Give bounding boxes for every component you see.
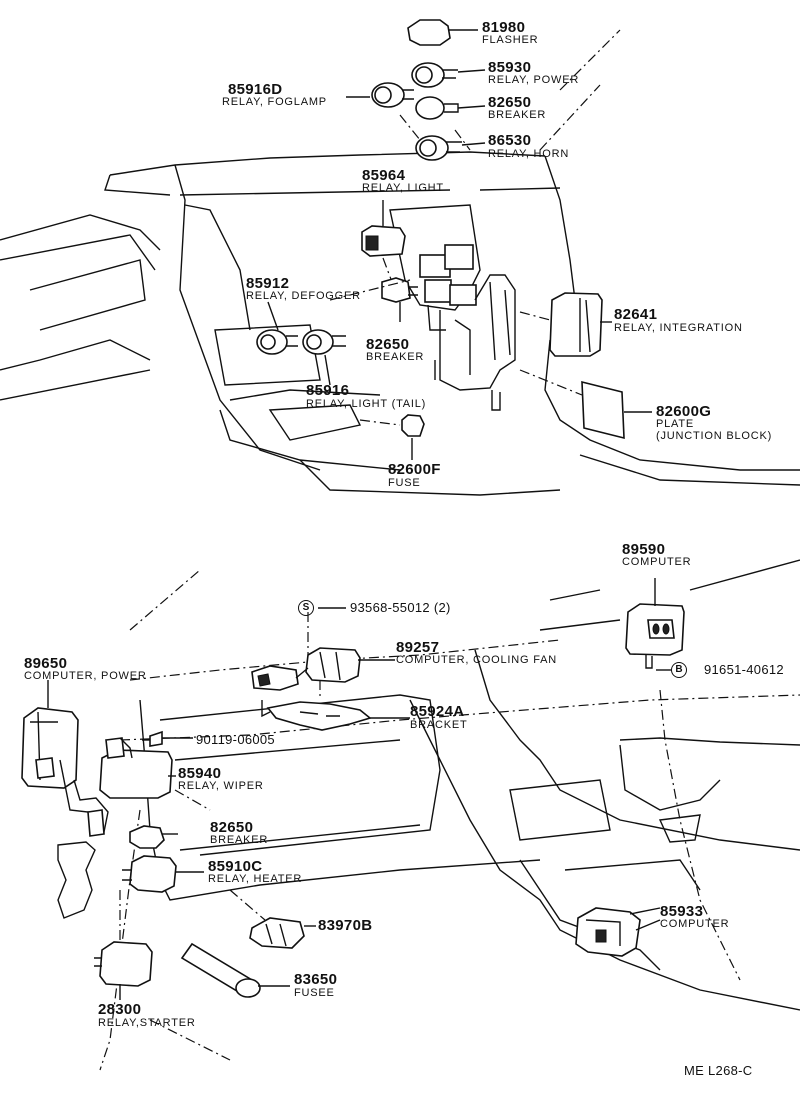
breaker-low-number: 82650 bbox=[210, 819, 254, 836]
breaker-mid-number: 82650 bbox=[366, 336, 410, 353]
computer-power-number: 89650 bbox=[24, 655, 68, 672]
cooling-fan-number: 89257 bbox=[396, 639, 440, 656]
relay-starter-number: 28300 bbox=[98, 1001, 142, 1018]
relay-light-tail-number: 85916 bbox=[306, 382, 350, 399]
computer-console-name: COMPUTER bbox=[660, 918, 730, 930]
relay-light-tail-name: RELAY, LIGHT (TAIL) bbox=[306, 398, 427, 410]
fusee-part bbox=[180, 942, 290, 998]
breaker-top-part bbox=[415, 96, 486, 120]
screw-s-number: 93568-55012 (2) bbox=[350, 600, 451, 615]
connector-part bbox=[229, 889, 316, 949]
breaker-top-name: BREAKER bbox=[488, 109, 547, 121]
fuse-part bbox=[359, 414, 425, 460]
relay-wiper-name: RELAY, WIPER bbox=[178, 780, 264, 792]
computer-console-number: 85933 bbox=[660, 903, 704, 920]
relay-starter-name: RELAY,STARTER bbox=[98, 1017, 196, 1029]
clip-number: 90119-06005 bbox=[196, 732, 275, 747]
relay-power-part bbox=[411, 62, 486, 88]
relay-defogger-number: 85912 bbox=[246, 275, 290, 292]
bracket-number: 85924A bbox=[410, 703, 465, 720]
relay-heater-number: 85910C bbox=[208, 858, 263, 875]
relay-power-name: RELAY, POWER bbox=[488, 74, 580, 86]
relay-foglamp-name: RELAY, FOGLAMP bbox=[222, 96, 327, 108]
bolt-b-number: 91651-40612 bbox=[704, 662, 784, 677]
relay-integration-number: 82641 bbox=[614, 306, 658, 323]
relay-wiper-number: 85940 bbox=[178, 765, 222, 782]
connector-number: 83970B bbox=[318, 917, 373, 934]
relay-starter-part bbox=[94, 941, 231, 1061]
flasher-part bbox=[407, 19, 478, 46]
computer-number: 89590 bbox=[622, 541, 666, 558]
fuse-name: FUSE bbox=[388, 477, 421, 489]
breaker-low-name: BREAKER bbox=[210, 834, 269, 846]
breaker-low-part bbox=[129, 825, 178, 849]
upper-dashboard-outline bbox=[0, 151, 800, 496]
relay-defogger-name: RELAY, DEFOGGER bbox=[246, 290, 361, 302]
computer-part bbox=[625, 578, 685, 669]
plate-number: 82600G bbox=[656, 403, 712, 420]
plate-name: PLATE bbox=[656, 418, 695, 430]
fuse-number: 82600F bbox=[388, 461, 441, 478]
cooling-fan-computer-part bbox=[251, 612, 395, 700]
breaker-mid-name: BREAKER bbox=[366, 351, 425, 363]
relay-light-name: RELAY, LIGHT bbox=[362, 182, 444, 194]
bracket-part bbox=[261, 700, 410, 731]
relay-heater-part bbox=[122, 855, 204, 893]
lower-dashboard-outline bbox=[99, 559, 800, 1071]
relay-defogger-part bbox=[256, 301, 298, 355]
relay-horn-part bbox=[415, 135, 486, 161]
relay-light-part bbox=[361, 200, 406, 291]
fusee-number: 83650 bbox=[294, 971, 338, 988]
plate-part bbox=[519, 369, 652, 440]
relay-light-number: 85964 bbox=[362, 167, 406, 184]
relay-wiper-part bbox=[99, 737, 176, 799]
clip-part bbox=[142, 730, 193, 747]
relay-foglamp-part bbox=[346, 82, 414, 108]
relay-heater-name: RELAY, HEATER bbox=[208, 873, 303, 885]
flasher-name: FLASHER bbox=[482, 34, 539, 46]
fusee-name: FUSEE bbox=[294, 987, 335, 999]
junction-block-cluster bbox=[389, 204, 516, 411]
computer-console-part bbox=[575, 907, 661, 957]
relay-integration-name: RELAY, INTEGRATION bbox=[614, 322, 743, 334]
computer-name: COMPUTER bbox=[622, 556, 692, 568]
relay-horn-name: RELAY, HORN bbox=[488, 148, 570, 160]
relay-horn-number: 86530 bbox=[488, 132, 532, 149]
screw-s-symbol: S bbox=[298, 600, 314, 616]
lower-leader-lines bbox=[119, 607, 672, 940]
bracket-name: BRACKET bbox=[410, 719, 468, 731]
relay-foglamp-number: 85916D bbox=[228, 81, 283, 98]
upper-leader-lines bbox=[399, 29, 621, 151]
relay-integration-part bbox=[519, 292, 612, 357]
relay-power-number: 85930 bbox=[488, 59, 532, 76]
flasher-number: 81980 bbox=[482, 19, 526, 36]
bolt-b-symbol: B bbox=[671, 662, 687, 678]
computer-power-part bbox=[21, 680, 109, 919]
computer-power-name: COMPUTER, POWER bbox=[24, 670, 147, 682]
diagram-code: ME L268-C bbox=[684, 1063, 753, 1078]
relay-light-tail-part bbox=[302, 279, 411, 386]
breaker-top-number: 82650 bbox=[488, 94, 532, 111]
cooling-fan-name: COMPUTER, COOLING FAN bbox=[396, 654, 558, 666]
breaker-mid-part bbox=[381, 277, 418, 322]
plate-name-junction-block: (JUNCTION BLOCK) bbox=[656, 430, 773, 442]
